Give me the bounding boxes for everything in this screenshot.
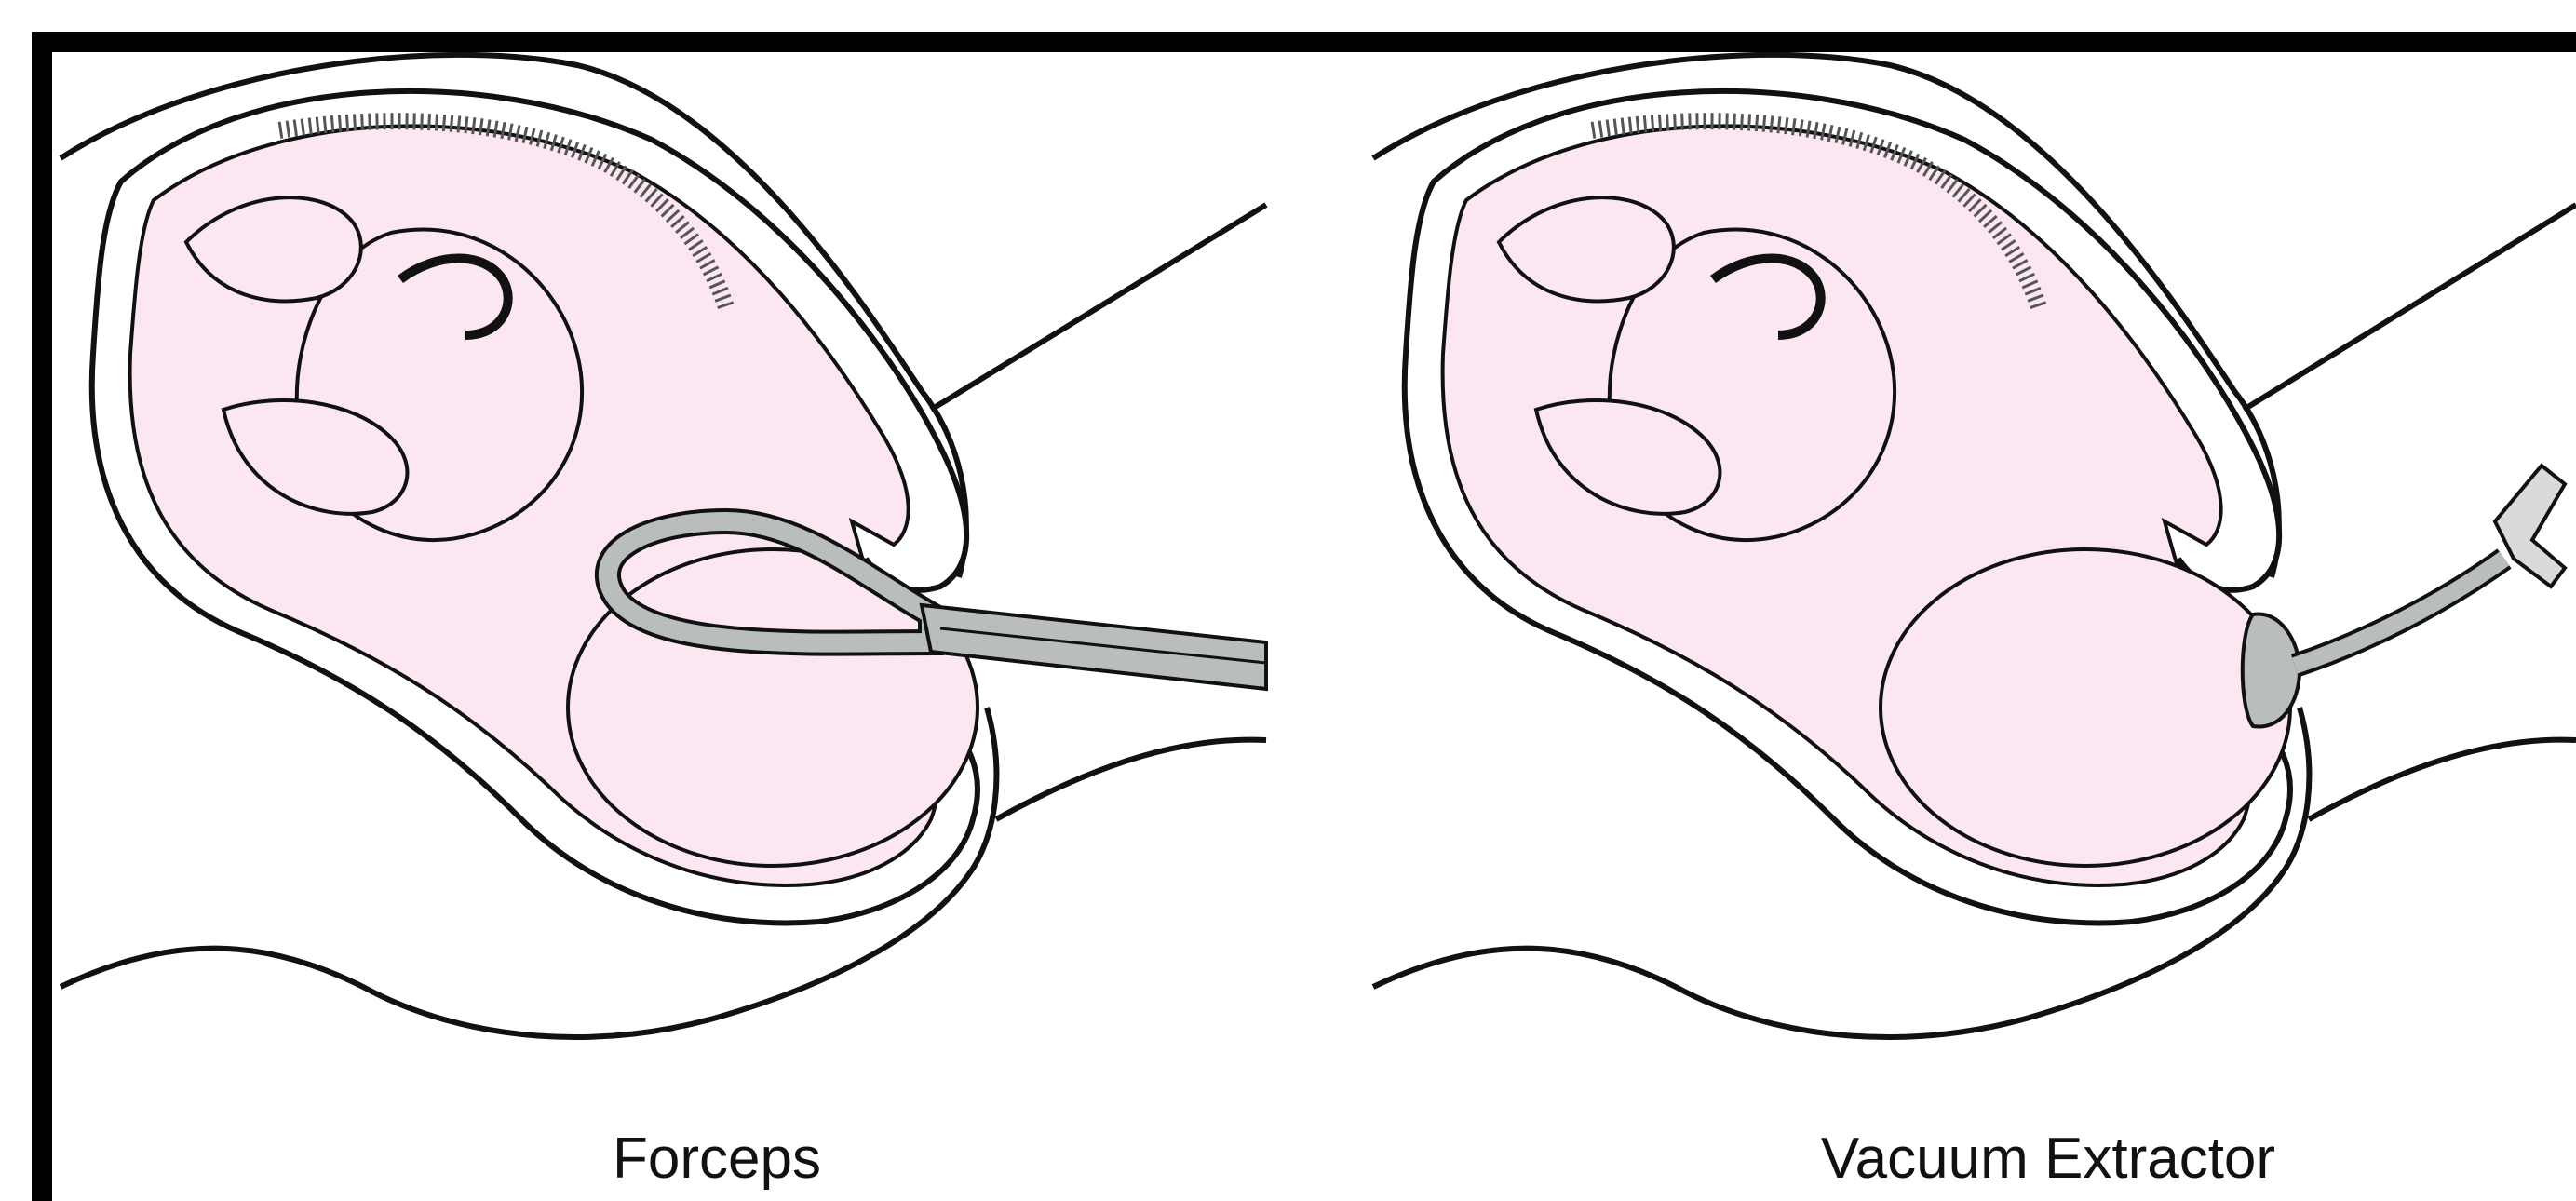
lower-thigh-line-left <box>996 740 1266 819</box>
caption-vacuum-extractor: Vacuum Extractor <box>1750 1122 2346 1196</box>
caption-forceps: Forceps <box>503 1122 931 1196</box>
panel-forceps <box>61 55 1266 1037</box>
thigh-line-right <box>2244 205 2576 410</box>
lower-thigh-line-right <box>2309 740 2576 819</box>
vacuum-extractor-instrument <box>2243 466 2565 727</box>
panel-vacuum <box>1373 55 2576 1037</box>
thigh-line-left <box>931 205 1266 410</box>
fetal-head-right <box>1881 549 2290 866</box>
